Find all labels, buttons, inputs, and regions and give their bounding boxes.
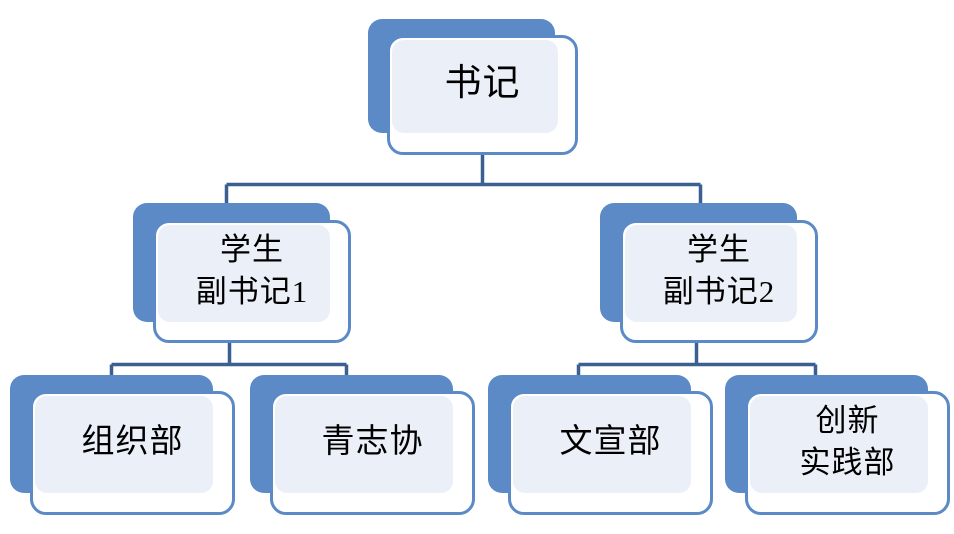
org-node-dept3[interactable]: 文宣部 [488,375,720,520]
card-inner-panel [158,225,330,322]
org-node-dept2[interactable]: 青志协 [250,375,482,520]
org-node-label: 学生 副书记2 [662,232,776,309]
card-inner-panel [275,396,453,493]
org-node-label: 学生 副书记1 [195,232,309,309]
org-node-dept1[interactable]: 组织部 [10,375,242,520]
org-node-vice1[interactable]: 学生 副书记1 [133,203,358,343]
org-node-root[interactable]: 书记 [368,19,580,159]
org-node-label: 创新 实践部 [799,403,896,480]
card-inner-panel [625,225,797,322]
org-node-label: 书记 [444,63,521,105]
card-inner-panel [750,396,928,493]
org-node-dept4[interactable]: 创新 实践部 [725,375,954,520]
org-node-label: 青志协 [321,423,424,460]
card-inner-panel [513,396,691,493]
org-node-label: 组织部 [81,423,184,460]
org-node-vice2[interactable]: 学生 副书记2 [600,203,825,343]
card-inner-panel [392,40,558,133]
org-node-label: 文宣部 [559,423,662,460]
card-inner-panel [35,396,213,493]
